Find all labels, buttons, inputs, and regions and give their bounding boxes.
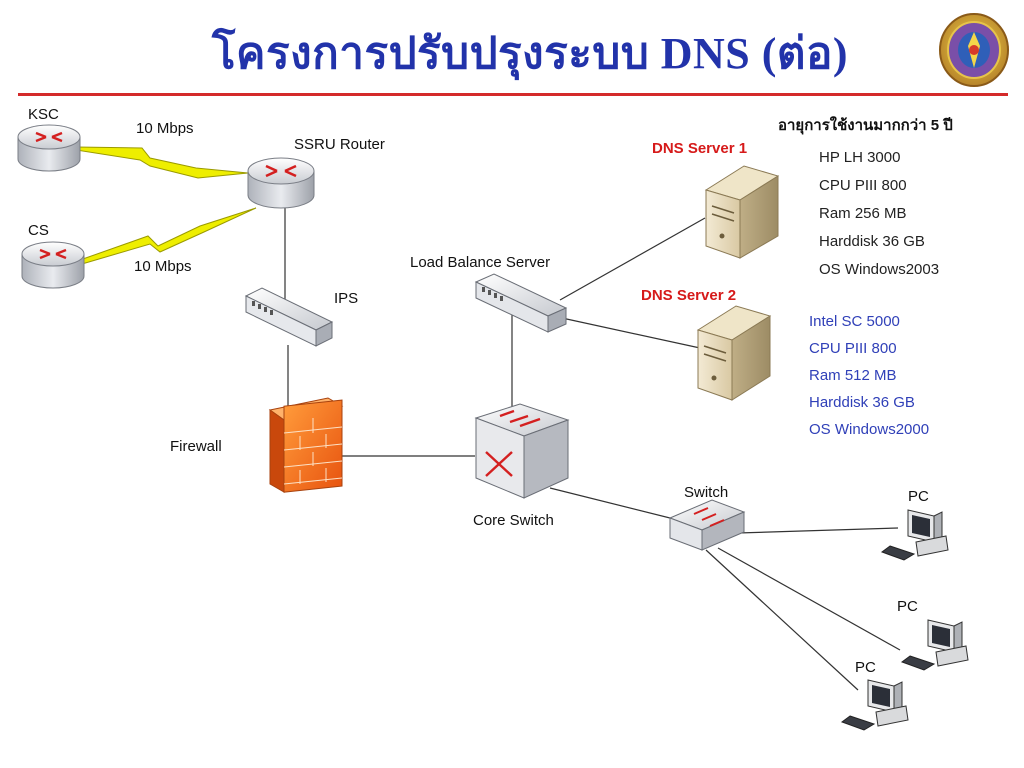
spec-line: OS Windows2000	[809, 421, 930, 438]
load-balancer-icon	[474, 273, 568, 333]
link-speed-ksc: 10 Mbps	[136, 120, 194, 137]
dns-server-2-specs: Intel SC 5000 CPU PIII 800 Ram 512 MB Ha…	[809, 308, 929, 443]
spec-line: CPU PIII 800	[819, 177, 907, 194]
spec-line: Ram 256 MB	[819, 205, 907, 222]
server-age-note: อายุการใช้งานมากกว่า 5 ปี	[778, 117, 953, 134]
title-rule	[18, 93, 1008, 96]
router-icon	[21, 241, 85, 289]
firewall-icon	[268, 397, 344, 493]
link-speed-cs: 10 Mbps	[134, 258, 192, 275]
node-label-cs: CS	[28, 222, 49, 239]
spec-line: Harddisk 36 GB	[819, 233, 925, 250]
pc-icon	[840, 679, 909, 731]
spec-line: Ram 512 MB	[809, 367, 897, 384]
ips-appliance-icon	[244, 287, 334, 347]
node-label-ksc: KSC	[28, 106, 59, 123]
spec-line: HP LH 3000	[819, 149, 901, 166]
spec-line: OS Windows2003	[819, 261, 940, 278]
dns-server-1-title: DNS Server 1	[652, 140, 748, 157]
university-seal-icon	[939, 13, 1009, 87]
node-label-core-switch: Core Switch	[473, 512, 554, 529]
connection-lines	[284, 205, 901, 691]
server-tower-icon	[704, 165, 780, 259]
node-label-firewall: Firewall	[170, 438, 222, 455]
lightning-link-icon	[75, 146, 249, 179]
switch-icon	[668, 499, 746, 551]
dns-server-1-specs: HP LH 3000 CPU PIII 800 Ram 256 MB Hardd…	[819, 144, 939, 284]
spec-line: CPU PIII 800	[809, 340, 897, 357]
pc-icon	[880, 509, 949, 561]
node-label-ips: IPS	[334, 290, 359, 307]
spec-line: Harddisk 36 GB	[809, 394, 915, 411]
slide-title: โครงการปรับปรุงระบบ DNS (ต่อ)	[211, 29, 849, 78]
lightning-link-icon	[79, 207, 257, 265]
node-label-pc-1: PC	[908, 488, 929, 505]
core-switch-icon	[474, 403, 570, 499]
node-label-pc-2: PC	[897, 598, 918, 615]
node-label-pc-3: PC	[855, 659, 876, 676]
dns-server-2-title: DNS Server 2	[641, 287, 737, 304]
node-label-ssru-router: SSRU Router	[294, 136, 385, 153]
node-label-load-balancer: Load Balance Server	[410, 254, 551, 271]
router-icon	[17, 124, 81, 172]
spec-line: Intel SC 5000	[809, 313, 900, 330]
pc-icon	[900, 619, 969, 671]
server-tower-icon	[696, 305, 772, 401]
node-label-switch: Switch	[684, 484, 729, 501]
router-icon	[247, 157, 315, 209]
